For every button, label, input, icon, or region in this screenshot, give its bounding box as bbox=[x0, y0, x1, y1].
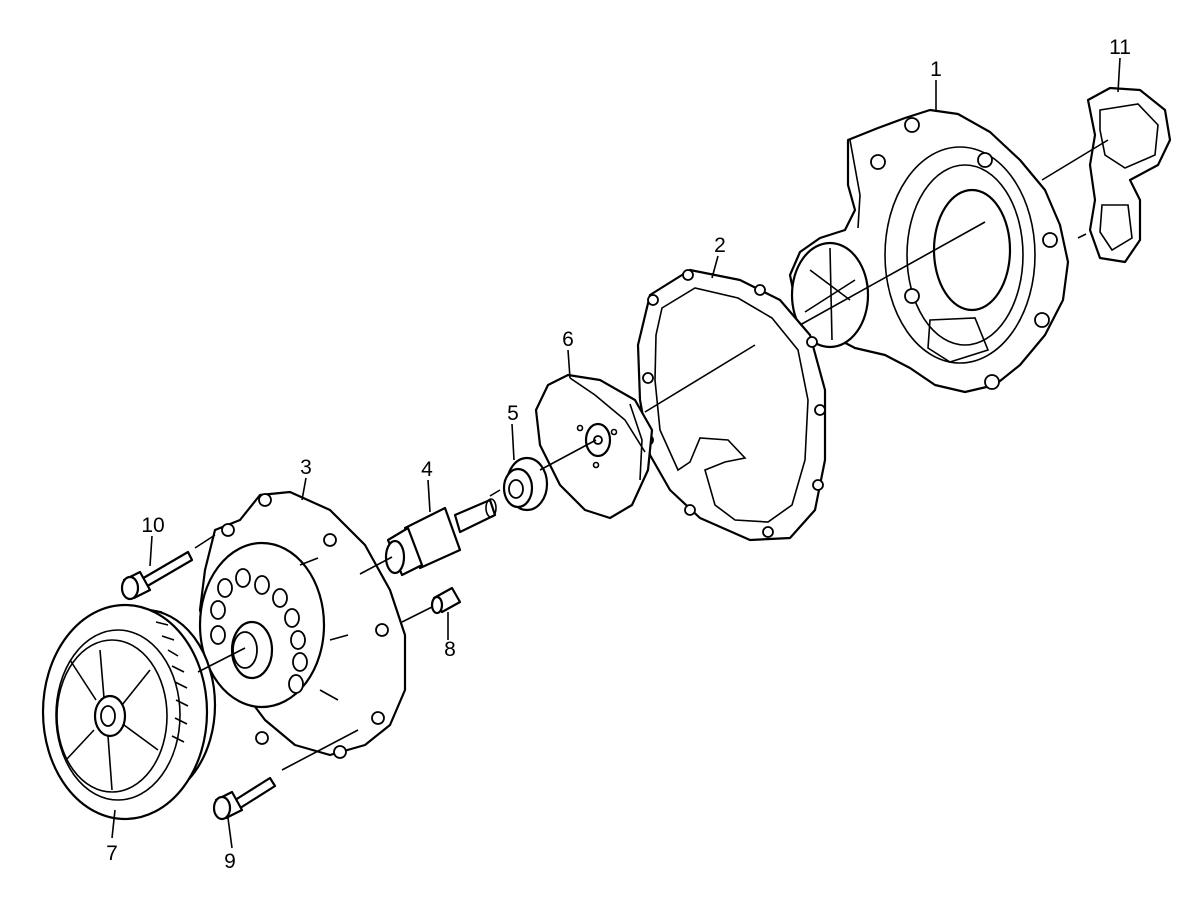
flange-bolt-icon bbox=[212, 776, 277, 821]
callout-4: 4 bbox=[421, 458, 433, 481]
callout-7: 7 bbox=[106, 842, 118, 865]
bearing-cover-icon bbox=[198, 490, 407, 759]
callout-5: 5 bbox=[507, 402, 519, 425]
callout-6: 6 bbox=[562, 328, 574, 351]
pump-shaft-icon bbox=[384, 498, 497, 577]
housing-gasket-icon bbox=[636, 268, 827, 542]
impeller-icon bbox=[534, 373, 654, 520]
shaft-seal-icon bbox=[502, 456, 549, 512]
callout-9: 9 bbox=[224, 850, 236, 873]
callout-8: 8 bbox=[444, 638, 456, 661]
callout-labels: 1 2 3 4 5 6 7 8 9 10 11 bbox=[106, 36, 1131, 873]
callout-2: 2 bbox=[714, 234, 726, 257]
dowel-sleeve-icon bbox=[430, 586, 462, 615]
outlet-gasket-icon bbox=[1086, 86, 1172, 264]
callout-3: 3 bbox=[300, 456, 312, 479]
callout-10: 10 bbox=[141, 514, 164, 537]
callout-1: 1 bbox=[930, 58, 942, 81]
pump-housing-icon bbox=[788, 108, 1070, 394]
callout-11: 11 bbox=[1109, 36, 1131, 59]
assembly-lines bbox=[194, 139, 1109, 771]
flange-bolt-icon bbox=[120, 550, 194, 601]
pulley-icon bbox=[41, 603, 217, 821]
callout-leaders bbox=[111, 57, 1121, 849]
